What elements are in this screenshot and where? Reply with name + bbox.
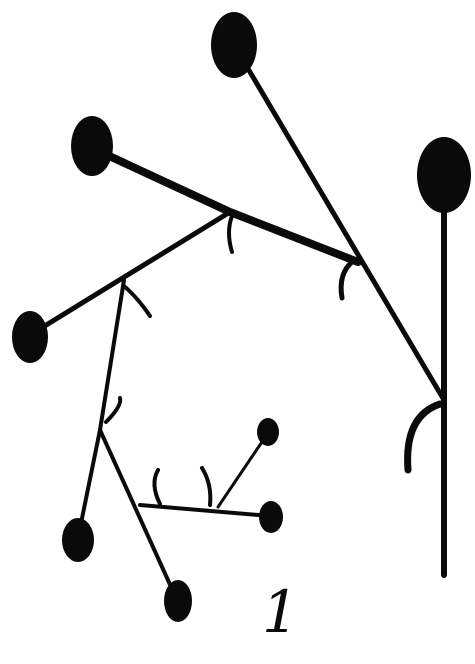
node-bottom <box>164 580 192 622</box>
hook-4 <box>124 286 150 316</box>
branch-small-diagonal <box>218 433 268 507</box>
hook-5 <box>106 398 120 422</box>
stem-lower <box>100 280 124 430</box>
hook-6 <box>154 470 160 504</box>
node-small-right <box>259 501 283 533</box>
nodes <box>12 12 471 622</box>
node-top <box>211 12 257 78</box>
hook-7 <box>202 468 210 505</box>
branch-horizontal <box>140 505 270 516</box>
stem-to-bottom-node <box>100 430 177 600</box>
hook-2 <box>341 262 352 298</box>
node-small-top <box>257 418 279 446</box>
node-left <box>12 311 48 363</box>
node-upper-left <box>71 116 113 176</box>
branch-upperleft <box>92 148 358 262</box>
hook-1 <box>229 216 232 252</box>
hook-3 <box>408 404 440 470</box>
node-bottom-left <box>62 518 94 562</box>
figure-label: 1 <box>262 578 299 646</box>
node-right-top <box>417 137 471 213</box>
branch-left <box>30 212 230 335</box>
